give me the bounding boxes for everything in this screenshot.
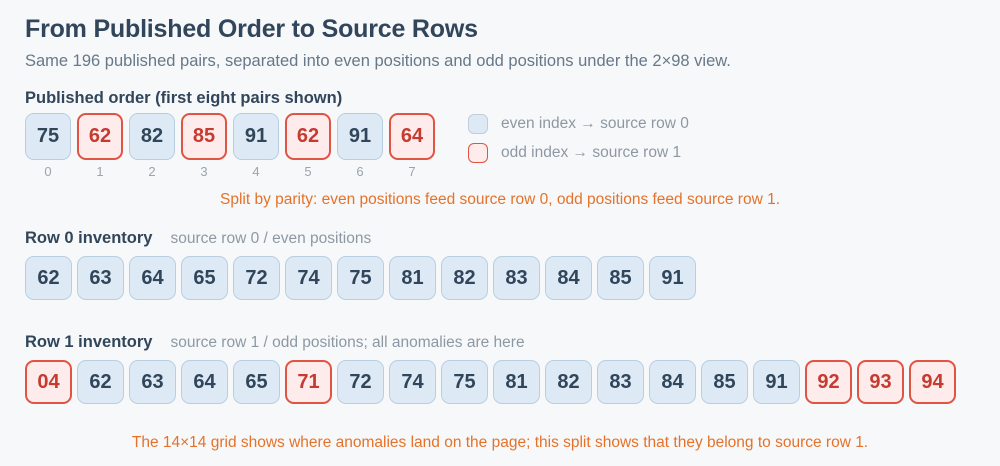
inventory-cell: 83 xyxy=(597,360,644,404)
inventory-cell: 91 xyxy=(649,256,696,300)
pair-value-cell: 91 xyxy=(233,113,279,160)
pair-index-label: 6 xyxy=(356,164,364,179)
inventory-cell: 85 xyxy=(597,256,644,300)
page-title: From Published Order to Source Rows xyxy=(25,15,478,43)
inventory-cell: 72 xyxy=(337,360,384,404)
pair-value-cell: 82 xyxy=(129,113,175,160)
inventory-cell: 65 xyxy=(181,256,228,300)
row0-heading: Row 0 inventory xyxy=(25,229,153,247)
inventory-cell: 64 xyxy=(129,256,176,300)
inventory-cell: 63 xyxy=(129,360,176,404)
inventory-cell: 84 xyxy=(649,360,696,404)
legend: even index → source row 0 odd index → so… xyxy=(468,113,689,163)
inventory-cell: 75 xyxy=(441,360,488,404)
inventory-cell: 91 xyxy=(753,360,800,404)
page-subtitle: Same 196 published pairs, separated into… xyxy=(25,52,731,70)
pair-value-cell: 64 xyxy=(389,113,435,160)
pair-index-label: 7 xyxy=(408,164,416,179)
odd-swatch-icon xyxy=(468,143,488,163)
pair-index-label: 1 xyxy=(96,164,104,179)
inventory-cell: 74 xyxy=(389,360,436,404)
inventory-cell: 04 xyxy=(25,360,72,404)
inventory-cell: 93 xyxy=(857,360,904,404)
pair-index-label: 5 xyxy=(304,164,312,179)
pair-value-cell: 85 xyxy=(181,113,227,160)
even-swatch-icon xyxy=(468,114,488,134)
inventory-cell: 92 xyxy=(805,360,852,404)
footer-note: The 14×14 grid shows where anomalies lan… xyxy=(131,434,869,451)
inventory-cell: 65 xyxy=(233,360,280,404)
pair-index-label: 0 xyxy=(44,164,52,179)
row1-section-head: Row 1 inventory source row 1 / odd posit… xyxy=(25,332,975,352)
inventory-cell: 85 xyxy=(701,360,748,404)
row0-section-head: Row 0 inventory source row 0 / even posi… xyxy=(25,228,975,248)
inventory-cell: 72 xyxy=(233,256,280,300)
published-order-heading: Published order (first eight pairs shown… xyxy=(25,89,343,107)
pair-value-cell: 62 xyxy=(77,113,123,160)
pair-index-label: 2 xyxy=(148,164,156,179)
inventory-cell: 74 xyxy=(285,256,332,300)
pair-value-cell: 75 xyxy=(25,113,71,160)
legend-label-even: even index → source row 0 xyxy=(501,115,689,132)
inventory-cell: 82 xyxy=(545,360,592,404)
inventory-cell: 81 xyxy=(389,256,436,300)
legend-label-odd: odd index → source row 1 xyxy=(501,144,682,161)
legend-item-odd: odd index → source row 1 xyxy=(468,143,689,163)
split-parity-note: Split by parity: even positions feed sou… xyxy=(219,191,781,208)
row0-caption: source row 0 / even positions xyxy=(170,230,372,247)
pair-index-label: 3 xyxy=(200,164,208,179)
inventory-cell: 83 xyxy=(493,256,540,300)
inventory-cell: 64 xyxy=(181,360,228,404)
inventory-cell: 62 xyxy=(25,256,72,300)
legend-item-even: even index → source row 0 xyxy=(468,114,689,134)
inventory-cell: 82 xyxy=(441,256,488,300)
row1-heading: Row 1 inventory xyxy=(25,333,153,351)
inventory-cell: 94 xyxy=(909,360,956,404)
pair-value-cell: 62 xyxy=(285,113,331,160)
inventory-cell: 62 xyxy=(77,360,124,404)
inventory-cell: 75 xyxy=(337,256,384,300)
row1-caption: source row 1 / odd positions; all anomal… xyxy=(170,334,525,351)
inventory-cell: 81 xyxy=(493,360,540,404)
pair-value-cell: 91 xyxy=(337,113,383,160)
inventory-cell: 71 xyxy=(285,360,332,404)
inventory-cell: 84 xyxy=(545,256,592,300)
inventory-cell: 63 xyxy=(77,256,124,300)
pair-index-label: 4 xyxy=(252,164,260,179)
